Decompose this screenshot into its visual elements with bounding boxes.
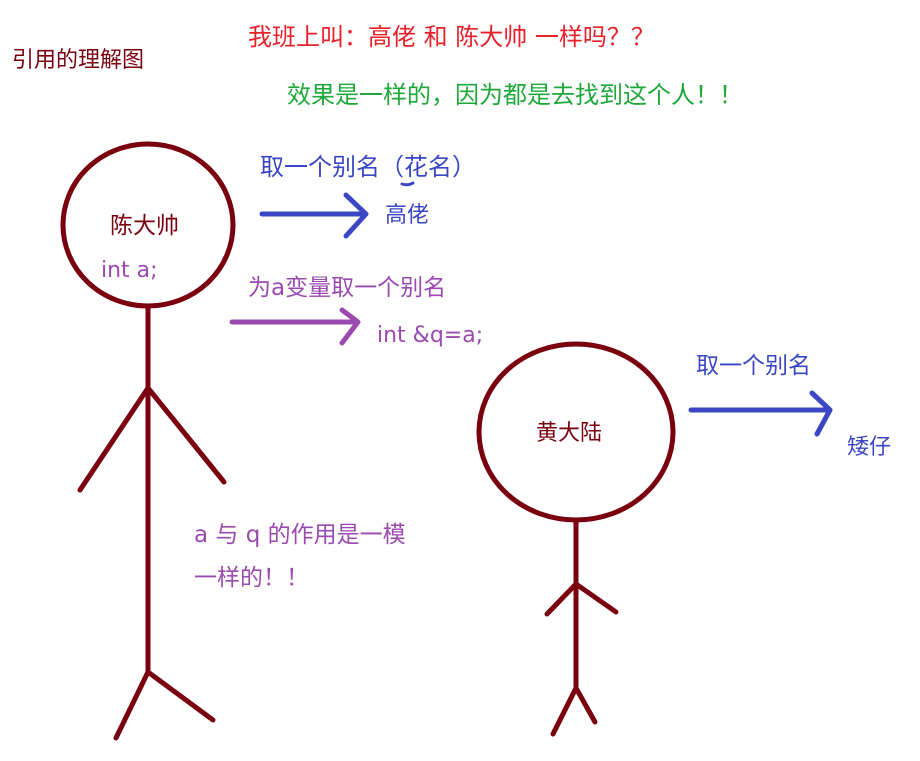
diagram-title: 引用的理解图	[12, 48, 145, 73]
person1-right-arm	[145, 385, 227, 485]
person2-right-arm	[573, 581, 619, 615]
note-line-2: 一样的！！	[194, 565, 309, 591]
person2-left-leg	[550, 685, 579, 737]
ref-label: 为a变量取一个别名	[248, 275, 447, 301]
question-text: 我班上叫：高佬 和 陈大帅 一样吗？？	[248, 23, 655, 51]
answer-text: 效果是一样的，因为都是去找到这个人！！	[287, 81, 743, 109]
person2-right-leg	[573, 685, 598, 725]
person2-alias: 矮仔	[847, 435, 892, 460]
alias-arrow-1	[259, 192, 369, 239]
person1-alias-label: 取一个别名（花名）	[260, 153, 476, 181]
person2-left-arm	[544, 581, 579, 617]
person1-code: int a;	[101, 258, 158, 283]
person1-alias: 高佬	[385, 203, 430, 228]
note-line-1: a 与 q 的作用是一模	[194, 522, 406, 548]
person2-alias-label: 取一个别名	[696, 353, 811, 379]
person1-name: 陈大帅	[110, 213, 179, 239]
ref-arrow	[229, 307, 361, 346]
person1-right-leg	[145, 669, 216, 723]
underline-mark	[400, 181, 415, 187]
person2-name: 黄大陆	[536, 421, 603, 446]
person2-figure	[476, 341, 676, 737]
alias-arrow-2	[688, 390, 833, 437]
person1-figure	[60, 141, 236, 741]
person1-left-arm	[77, 385, 151, 493]
ref-code: int &q=a;	[377, 323, 484, 348]
person1-left-leg	[113, 669, 151, 741]
